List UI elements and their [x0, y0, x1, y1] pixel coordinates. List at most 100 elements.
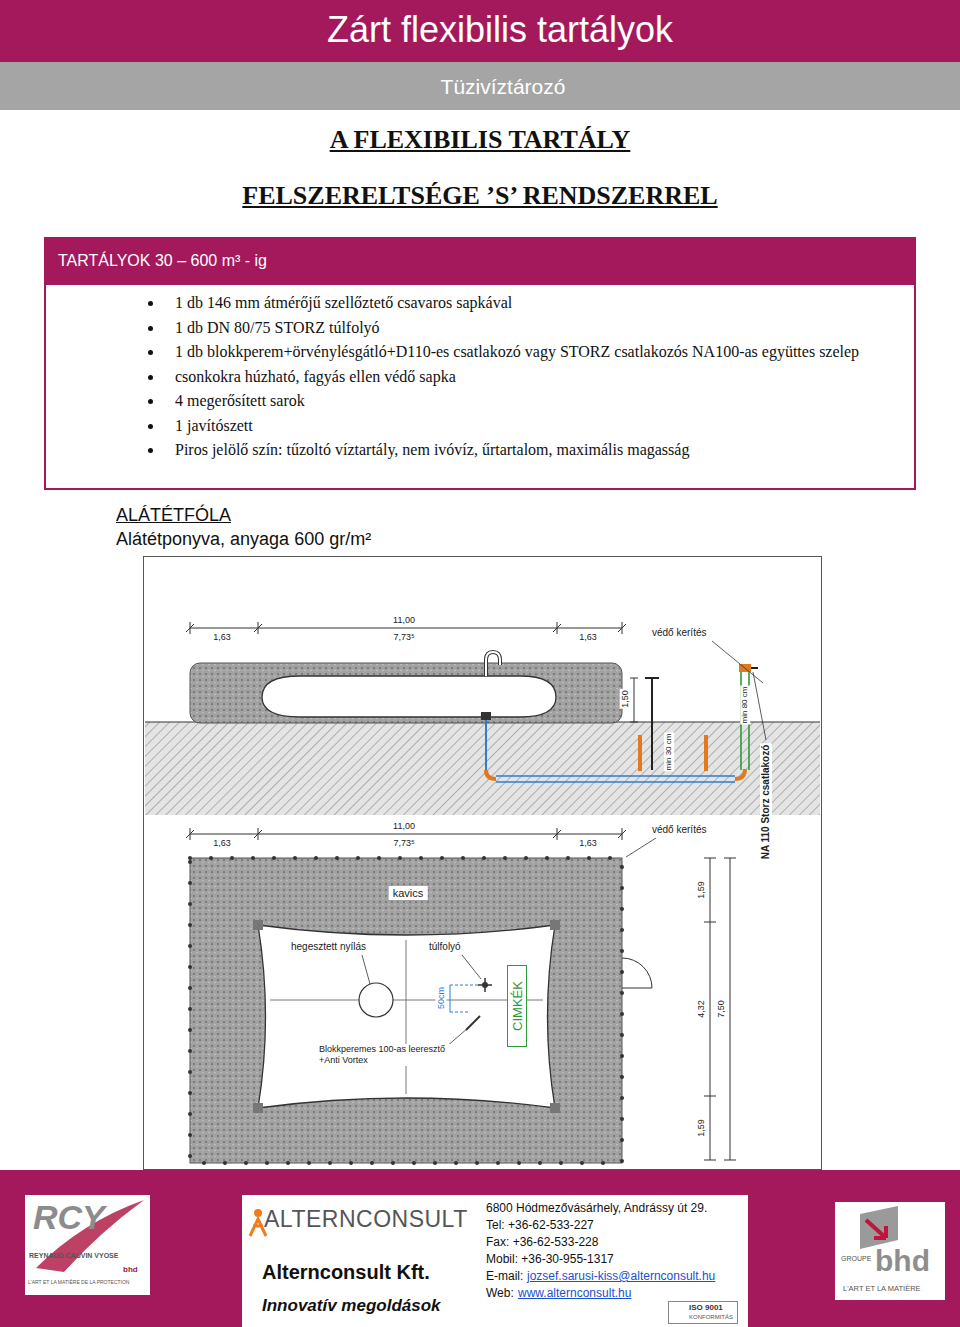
bullet-dot — [148, 326, 153, 331]
bullet-row: 1 javítószett — [46, 414, 898, 439]
height-dimension — [630, 678, 638, 722]
fence-post-t — [645, 678, 659, 770]
gravel-tag: kavics — [389, 886, 428, 900]
callout-label: védő kerítés — [652, 627, 706, 639]
gate — [622, 958, 652, 988]
dimension-value: 7,50 — [716, 999, 727, 1019]
corner — [253, 1103, 263, 1113]
callout-label: hegesztett nyílás — [290, 941, 367, 953]
node-text: CIMKÉK — [510, 981, 525, 1031]
rcy-logo: RCYREYNAUD CAUVIN VYOSEL'ART ET LA MATIÈ… — [25, 1195, 150, 1295]
bullet-row: Piros jelölő szín: tűzoltó víztartály, n… — [46, 438, 898, 463]
node-text: REYNAUD CAUVIN VYOSE — [29, 1251, 118, 1260]
dimension-value: 1,63 — [213, 838, 231, 849]
pipe-elbow — [486, 770, 496, 779]
dimension-value: 1,59 — [696, 1118, 707, 1138]
callout-label: túlfolyó — [428, 941, 462, 953]
node-text: KONFORMITÁS — [689, 1313, 733, 1321]
node-text: Zárt flexibilis tartályok — [0, 9, 960, 51]
pipe-horizontal — [496, 776, 735, 782]
dimension-value: 1,63 — [213, 632, 231, 643]
leader-line — [712, 641, 766, 740]
bullet-dot — [148, 301, 153, 306]
dimension-value: 7,73⁵ — [393, 838, 414, 849]
dimension-value: 1,63 — [579, 632, 597, 643]
node-text: ISO 9001 — [689, 1303, 723, 1313]
callout-label: NA 110 Storz csatlakozó — [760, 744, 772, 861]
node-text: GROUPE — [841, 1254, 871, 1263]
corner — [550, 1103, 560, 1113]
list-item: 1 db blokkperem+örvénylésgátló+D110-es c… — [175, 340, 898, 365]
distance-line — [450, 985, 451, 1012]
corner — [550, 920, 560, 930]
page-title: A FLEXIBILIS TARTÁLY FELSZERELTSÉGE ’S’ … — [215, 112, 745, 224]
dimension-value: 11,00 — [393, 821, 415, 832]
drawing-frame — [144, 557, 822, 1170]
logo-arrow — [866, 1220, 886, 1238]
reinforced-corners — [253, 920, 560, 1113]
dimension-value: 1,50 — [620, 689, 631, 709]
list-item: 4 megerősített sarok — [175, 389, 898, 414]
node-text: www.alternconsult.hu — [518, 1286, 631, 1301]
header-band: Zárt flexibilis tartályok — [0, 0, 960, 62]
overflow-symbol — [478, 978, 492, 992]
overflow-dot — [482, 982, 488, 988]
leader-line — [626, 838, 656, 857]
list-item: 1 javítószett — [175, 414, 898, 439]
fence-post — [704, 735, 708, 771]
node-text: Mobil: +36-30-955-1317 — [486, 1252, 614, 1267]
fence-posts — [190, 858, 622, 1163]
right-dimensions — [704, 858, 736, 1160]
list-item: Piros jelölő szín: tűzoltó víztartály, n… — [175, 438, 898, 463]
footer-band — [0, 1170, 960, 1327]
node-text: bhd — [875, 1244, 930, 1278]
dimension-note: min 80 cm — [740, 686, 750, 725]
footer-panel: ISO 9001KONFORMITÁSALTERNCONSULTAlternco… — [242, 1195, 748, 1327]
vent-pipe-inner — [486, 652, 500, 676]
dimension-value: 1,59 — [696, 880, 707, 900]
list-item: csonkokra húzható, fagyás ellen védő sap… — [175, 365, 898, 390]
callout-label: védő kerítés — [652, 824, 706, 836]
node-text: Tel: +36-62-533-227 — [486, 1218, 594, 1233]
label-box: CIMKÉK — [507, 965, 527, 1047]
corner — [253, 920, 263, 930]
box-header-band: TARTÁLYOK 30 – 600 m³ - ig — [46, 239, 914, 285]
gravel-bed-side — [190, 663, 622, 723]
bullet-dot — [148, 448, 153, 453]
dimension-note: min 30 cm — [664, 733, 674, 772]
dimension-value: 7,73⁵ — [393, 632, 414, 643]
node-text: L'ART ET LA MATIÈRE DE LA PROTECTION — [28, 1279, 129, 1286]
section-heading: ALÁTÉTFÓLA — [116, 505, 231, 527]
section-text: Alátétponyva, anyaga 600 gr/m² — [116, 529, 371, 551]
footer-panel — [242, 1195, 748, 1327]
node-text: E-mail: — [486, 1269, 523, 1284]
storz-coupling — [751, 667, 758, 669]
bullet-row: 1 db 146 mm átmérőjű szellőztető csavaro… — [46, 291, 898, 316]
node-text: Web: — [486, 1286, 514, 1301]
bullet-dot — [148, 424, 153, 429]
node-text: 6800 Hódmezővásárhely, Andrássy út 29. — [486, 1201, 707, 1216]
bullet-dot — [148, 350, 153, 355]
tank-plan-view — [258, 925, 555, 1108]
bullet-dot — [148, 375, 153, 380]
riser-pipe — [741, 672, 749, 770]
distance-guide — [450, 985, 478, 1012]
list-item: 1 db 146 mm átmérőjű szellőztető csavaro… — [175, 291, 898, 316]
node-text: Innovatív megoldások — [262, 1295, 441, 1316]
iso-badge: ISO 9001KONFORMITÁS — [668, 1301, 738, 1324]
valve — [481, 712, 491, 720]
node-text: Alternconsult Kft. — [262, 1260, 430, 1284]
bullet-row: 1 db blokkperem+örvénylésgátló+D110-es c… — [46, 340, 898, 365]
node-text: kavics — [393, 886, 424, 900]
tank-seams — [270, 940, 543, 1094]
leader-line — [362, 955, 481, 1047]
gravel-bed-plan — [190, 858, 622, 1163]
callout-label: Blokkperemes 100-as leeresztő +Anti Vort… — [318, 1044, 458, 1066]
bullet-row: csonkokra húzható, fagyás ellen védő sap… — [46, 365, 898, 390]
subheader-band: Tüzivíztározó — [0, 62, 960, 110]
list-item: 1 db DN 80/75 STORZ túlfolyó — [175, 316, 898, 341]
node-text: bhd — [123, 1265, 138, 1275]
bullet-dot — [148, 399, 153, 404]
node-text: Tüzivíztározó — [0, 74, 960, 99]
